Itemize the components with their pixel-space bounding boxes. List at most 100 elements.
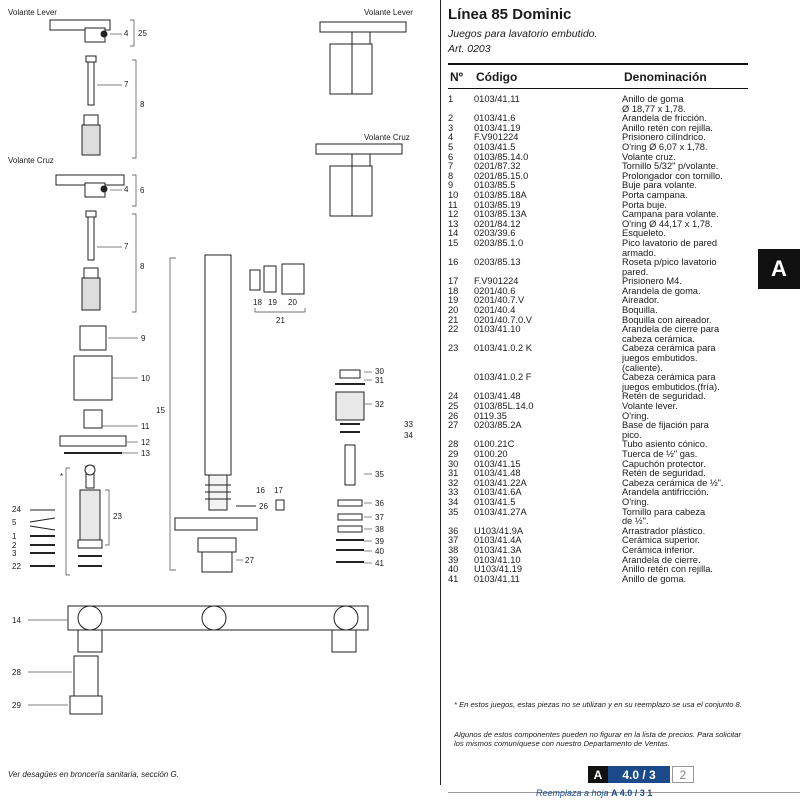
bell-12	[59, 435, 127, 447]
part-code: 0103/41.5	[474, 141, 516, 152]
part-description: Anillo retén con rejilla.	[622, 122, 713, 133]
callout-17: 17	[274, 486, 283, 495]
part-code: 0201/85.15.0	[474, 170, 529, 181]
part-code: U103/41.19	[474, 564, 523, 575]
part-number	[448, 373, 474, 383]
section-tab: A	[758, 249, 800, 289]
table-top-rule	[448, 63, 748, 65]
part-number: 30	[448, 458, 459, 469]
part-number: 18	[448, 285, 459, 296]
callout-36: 36	[375, 499, 384, 508]
table-row: pared.	[448, 267, 753, 278]
part-number: 29	[448, 448, 459, 459]
callout-5: 5	[12, 518, 17, 527]
callout-7b: 7	[124, 242, 129, 251]
callout-38: 38	[375, 525, 384, 534]
callout-9: 9	[141, 334, 146, 343]
part-code: F.V901224	[474, 132, 519, 143]
part-number: 28	[448, 439, 459, 450]
revision-box: 2	[672, 766, 694, 783]
part-code: 0103/41.19	[474, 122, 521, 133]
part-code: 0203/39.6	[474, 228, 516, 239]
small-parts-left	[29, 509, 56, 567]
part-code: 0119.35	[474, 410, 507, 421]
part-number: 23	[448, 343, 459, 354]
callout-25: 25	[138, 29, 147, 38]
callout-11: 11	[141, 422, 150, 431]
part-description: Volante cruz.	[622, 151, 676, 162]
part-code: F.V901224	[474, 276, 519, 287]
part-description: Arandela de goma.	[622, 285, 701, 296]
table-header-rule	[448, 88, 748, 89]
part-description: Cabeza cerámica de ½".	[622, 477, 724, 488]
section-letter-box: A	[588, 766, 608, 783]
replaces-value: A 4.0 / 3 1	[611, 788, 653, 798]
part-description: Aireador.	[622, 295, 660, 306]
callout-8a: 8	[140, 100, 145, 109]
part-description: Capuchón protector.	[622, 458, 706, 469]
part-number: 25	[448, 401, 459, 411]
part-code: 0103/41.10	[474, 554, 521, 565]
part-code: 0201/87.32	[474, 161, 521, 172]
part-description: Base de fijación para	[622, 420, 709, 431]
part-number: 41	[448, 573, 459, 584]
table-row: armado.	[448, 248, 753, 259]
part-description: juegos embutidos.	[622, 353, 698, 364]
part-code: 0103/41.5	[474, 496, 516, 507]
label-cruz-left: Volante Cruz	[8, 156, 54, 165]
part-description: O'ring Ø 44,17 x 1,78.	[622, 218, 713, 229]
part-description: de ½".	[622, 516, 649, 527]
lever-handle-left	[49, 19, 111, 43]
part-description: juegos embutidos.(fría).	[622, 381, 720, 392]
part-description: Boquilla.	[622, 305, 658, 316]
bottom-rule	[448, 792, 800, 793]
part-code: 0201/84.12	[474, 218, 521, 229]
skeleton-14	[67, 605, 369, 653]
cross-handle	[55, 174, 125, 198]
part-description: Ø 18,77 x 1,78.	[622, 103, 686, 114]
drain-footnote: Ver desagües en broncería sanitaria, sec…	[8, 770, 179, 779]
column-divider	[440, 0, 441, 785]
callout-26: 26	[259, 502, 268, 511]
part-description: Buje para volante.	[622, 180, 697, 191]
part-code: 0103/41.6	[474, 113, 516, 124]
part-number: 1	[448, 94, 454, 104]
part-number: 13	[448, 218, 459, 229]
part-description: O'ring Ø 6,07 x 1,78.	[622, 141, 708, 152]
part-description: Prisionero M4.	[622, 276, 682, 287]
part-code: 0103/85.19	[474, 199, 521, 210]
part-code: 0203/85.2A	[474, 420, 522, 431]
part-number: 22	[448, 324, 459, 335]
part-code: 0103/41.48	[474, 391, 521, 402]
part-code: 0103/41.22A	[474, 477, 527, 488]
callout-24: 24	[12, 505, 21, 514]
part-number: 27	[448, 420, 459, 431]
column-header-code: Código	[476, 70, 518, 84]
part-number: 12	[448, 209, 459, 220]
part-description: Anillo de goma.	[622, 573, 687, 584]
callout-2: 2	[12, 541, 17, 550]
part-number: 33	[448, 487, 459, 498]
table-row: juegos embutidos.	[448, 353, 753, 364]
part-code: 0201/40.7.V	[474, 295, 525, 306]
part-description: Anillo retén con rejilla.	[622, 564, 713, 575]
part-number: 16	[448, 257, 459, 268]
table-row: 27 0203/85.2A Base de fijación para	[448, 421, 753, 431]
part-description: Pico lavatorio de pared	[622, 237, 718, 248]
part-number: 17	[448, 276, 459, 287]
table-row: 17 F.V901224 Prisionero M4.	[448, 277, 753, 287]
page-subtitle: Juegos para lavatorio embutido.	[448, 28, 598, 40]
label-lever-right: Volante Lever	[364, 8, 413, 17]
